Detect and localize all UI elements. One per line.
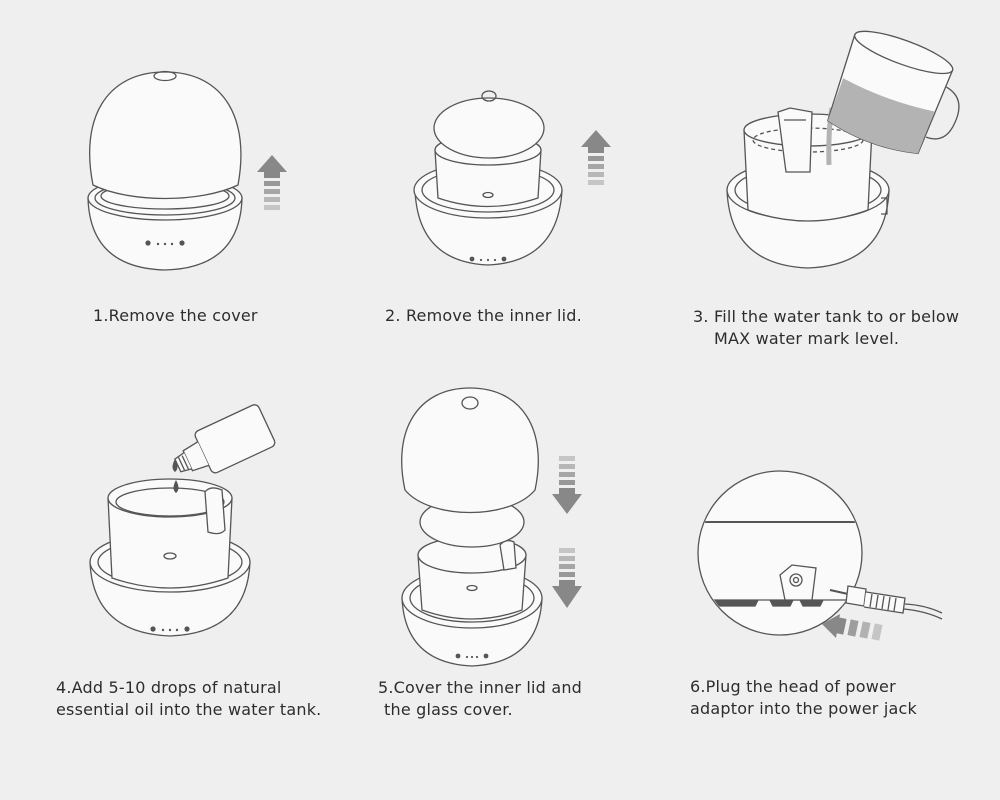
step-3-caption: 3. Fill the water tank to or below MAX w…: [693, 306, 959, 350]
step-5-line-1: 5.Cover the inner lid and: [378, 678, 583, 697]
arrow-down-icon: [552, 456, 582, 514]
pitcher: [827, 30, 960, 155]
step-2-line-1: 2. Remove the inner lid.: [385, 306, 582, 325]
step-2-illustration: [413, 90, 563, 266]
step-3-illustration: [726, 30, 960, 269]
step-6-line-2: adaptor into the power jack: [690, 699, 917, 718]
control-buttons: [145, 240, 185, 246]
oil-bottle: [174, 404, 276, 474]
step-4-illustration: [89, 404, 276, 637]
step-3-line-1: 3. Fill the water tank to or below: [693, 307, 960, 326]
step-6-line-1: 6.Plug the head of power: [690, 677, 896, 696]
step-3-line-2: MAX water mark level.: [714, 329, 900, 348]
step-6-illustration: [697, 470, 943, 636]
step-6-caption: 6.Plug the head of power adaptor into th…: [690, 676, 917, 720]
step-1-illustration: [87, 70, 243, 271]
arrow-up-icon: [581, 130, 611, 185]
step-4-caption: 4.Add 5-10 drops of natural essential oi…: [56, 677, 321, 721]
power-plug: [829, 585, 943, 620]
inner-lid: [433, 97, 545, 159]
arrow-left-icon: [822, 614, 883, 641]
step-5-line-2: the glass cover.: [384, 700, 513, 719]
step-5-illustration: [401, 387, 543, 667]
step-5-caption: 5.Cover the inner lid and the glass cove…: [378, 677, 582, 721]
glass-cover: [89, 71, 242, 200]
arrow-down-icon: [552, 548, 582, 608]
arrow-up-icon: [257, 155, 287, 210]
step-1-caption: 1.Remove the cover: [93, 305, 258, 327]
step-2-caption: 2. Remove the inner lid.: [385, 305, 582, 327]
step-1-line-1: 1.Remove the cover: [93, 306, 258, 325]
step-4-line-2: essential oil into the water tank.: [56, 700, 322, 719]
glass-cover: [401, 387, 539, 514]
step-4-line-1: 4.Add 5-10 drops of natural: [56, 678, 282, 697]
oil-drop-icon: [172, 459, 179, 493]
